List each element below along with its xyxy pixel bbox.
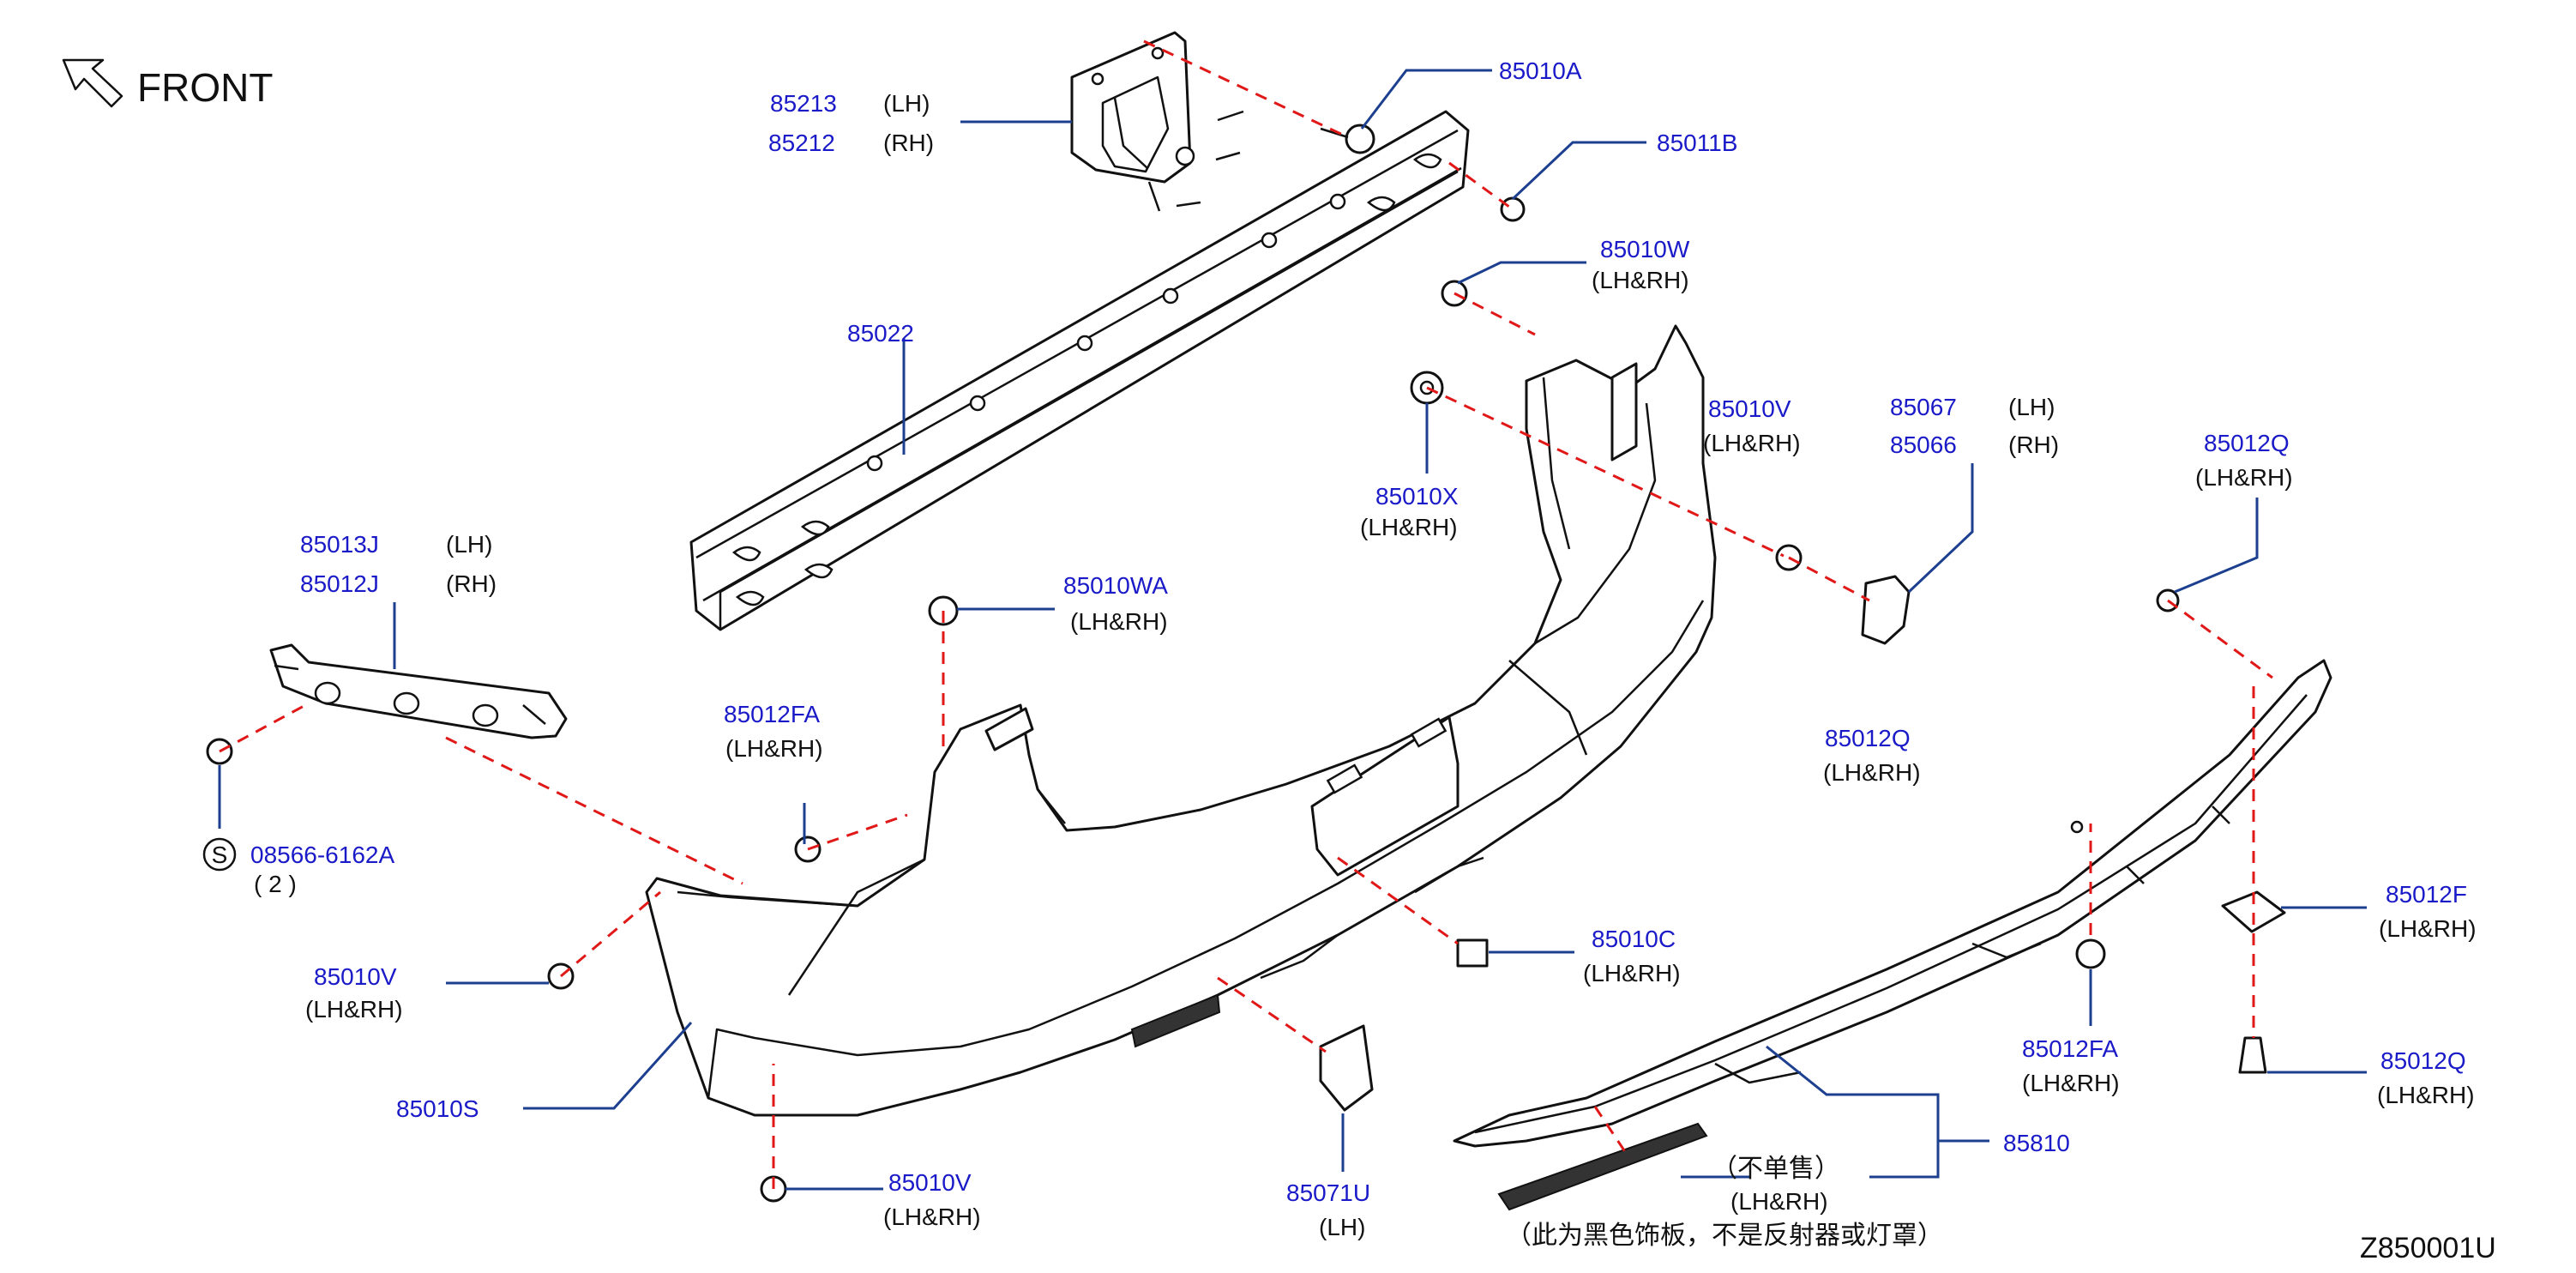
label-85012J: 85012J: [300, 570, 379, 597]
label-85213: 85213: [770, 90, 837, 117]
label-85013J: 85013J: [300, 531, 379, 558]
label-85012Q-top: 85012Q: [2204, 430, 2290, 456]
clip-85012Q-bottom-icon: [2238, 1036, 2267, 1074]
front-arrow-icon: [62, 58, 123, 108]
label-85013J-side: (LH): [446, 531, 492, 558]
label-85071U: 85071U: [1286, 1179, 1370, 1206]
diagram-code: Z850001U: [2360, 1232, 2496, 1264]
label-85010V-left: 85010V: [314, 963, 397, 990]
label-85067: 85067: [1890, 394, 1957, 420]
label-85066: 85066: [1890, 431, 1957, 458]
label-85012F-side: (LH&RH): [2379, 915, 2477, 942]
clip-85010A-icon: [1345, 124, 1375, 154]
label-85010WA: 85010WA: [1063, 572, 1168, 599]
label-85011B: 85011B: [1657, 130, 1737, 156]
label-85010C-side: (LH&RH): [1583, 960, 1681, 986]
label-85010X-side: (LH&RH): [1360, 514, 1458, 540]
reinforcement-beam-drawing: [689, 110, 1470, 631]
label-85012FA-left: 85012FA: [724, 701, 820, 727]
label-85010V-upper-side: (LH&RH): [1703, 430, 1801, 456]
label-85012Q-mid-side: (LH&RH): [1823, 759, 1921, 786]
label-85010C: 85010C: [1592, 926, 1676, 952]
label-85012J-side: (RH): [446, 570, 497, 597]
label-85012Q-bottom-side: (LH&RH): [2377, 1082, 2475, 1108]
nut-85012F-icon: [2221, 890, 2286, 933]
label-85212: 85212: [768, 130, 835, 156]
label-85067-side: (LH): [2008, 394, 2055, 420]
label-85010W: 85010W: [1600, 236, 1690, 262]
label-85010S: 85010S: [396, 1095, 479, 1122]
label-85010WA-side: (LH&RH): [1070, 608, 1168, 635]
label-85012F: 85012F: [2386, 881, 2467, 908]
label-85012FA-right: 85012FA: [2022, 1035, 2118, 1062]
tow-cover-85067-icon: [1861, 575, 1911, 645]
label-85010X: 85010X: [1375, 483, 1459, 510]
label-85212-side: (RH): [883, 130, 934, 156]
trim-note-side: (LH&RH): [1730, 1188, 1828, 1215]
nut-85011B-icon: [1500, 196, 1526, 222]
label-85022: 85022: [847, 320, 914, 347]
label-85012Q-bottom: 85012Q: [2380, 1047, 2466, 1074]
leader-lines: [218, 69, 2367, 1191]
label-85010W-side: (LH&RH): [1592, 267, 1689, 293]
label-08566-symbol: S: [212, 842, 228, 868]
label-85810: 85810: [2003, 1130, 2070, 1156]
side-bracket-drawing: [269, 643, 568, 739]
label-85012Q-mid: 85012Q: [1825, 725, 1911, 751]
clip-85010C-icon: [1456, 938, 1489, 968]
label-85012FA-left-side: (LH&RH): [725, 735, 823, 762]
label-08566-6162A: 08566-6162A: [250, 842, 394, 868]
label-85012Q-top-side: (LH&RH): [2195, 464, 2293, 491]
label-85066-side: (RH): [2008, 431, 2059, 458]
front-label: FRONT: [137, 65, 273, 110]
bumper-fascia-drawing: [645, 324, 1717, 1117]
bumper-bracket-drawing: [1070, 31, 1244, 212]
label-85010V-bottom: 85010V: [888, 1169, 972, 1196]
label-85012FA-right-side: (LH&RH): [2022, 1070, 2120, 1096]
standard-part-s-icon: [202, 837, 237, 872]
label-85010V-left-side: (LH&RH): [305, 996, 403, 1023]
trim-note-description: （此为黑色饰板，不是反射器或灯罩）: [1506, 1221, 1943, 1251]
rivet-85012FA-right-icon: [2075, 938, 2106, 969]
assembly-lines: [219, 39, 2273, 1189]
trim-note-not-sold: （不单售）: [1712, 1154, 1840, 1184]
label-08566-qty: ( 2 ): [254, 871, 297, 897]
label-85010A: 85010A: [1499, 57, 1582, 84]
label-85071U-side: (LH): [1319, 1214, 1365, 1240]
tow-cover-85071U-icon: [1319, 1024, 1374, 1112]
label-85010V-bottom-side: (LH&RH): [883, 1204, 981, 1230]
label-85010V-upper: 85010V: [1708, 395, 1791, 422]
label-85213-side: (LH): [883, 90, 930, 117]
